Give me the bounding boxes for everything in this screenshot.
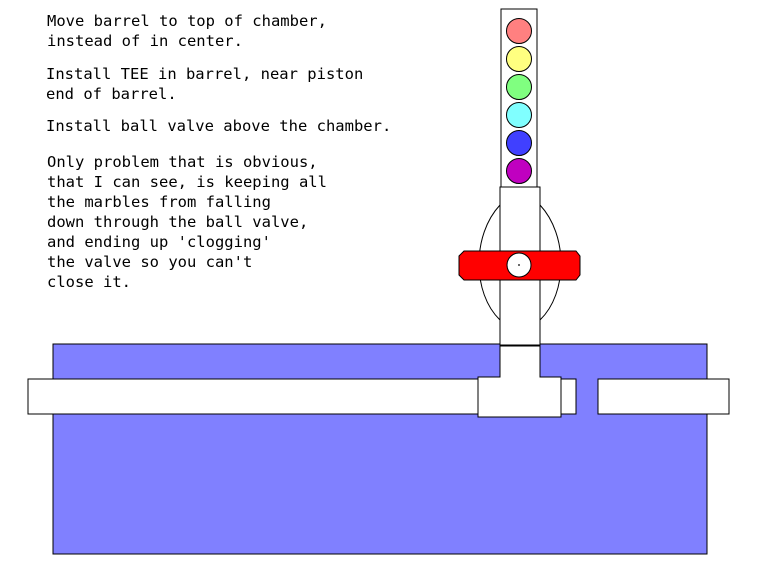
marble [506, 18, 532, 44]
note-install-ball-valve: Install ball valve above the chamber. [46, 117, 392, 135]
marble [506, 46, 532, 72]
note-move-barrel: Move barrel to top of chamber, instead o… [47, 12, 327, 50]
marble [506, 130, 532, 156]
marble [506, 102, 532, 128]
valve-stem-dot [518, 264, 520, 266]
note-problem: Only problem that is obvious, that I can… [47, 153, 327, 291]
marble [506, 158, 532, 184]
tee-fitting [477, 345, 562, 418]
note-install-tee: Install TEE in barrel, near piston end o… [46, 65, 364, 103]
marble [506, 74, 532, 100]
air-chamber [52, 343, 708, 555]
barrel-right-section [597, 378, 730, 415]
